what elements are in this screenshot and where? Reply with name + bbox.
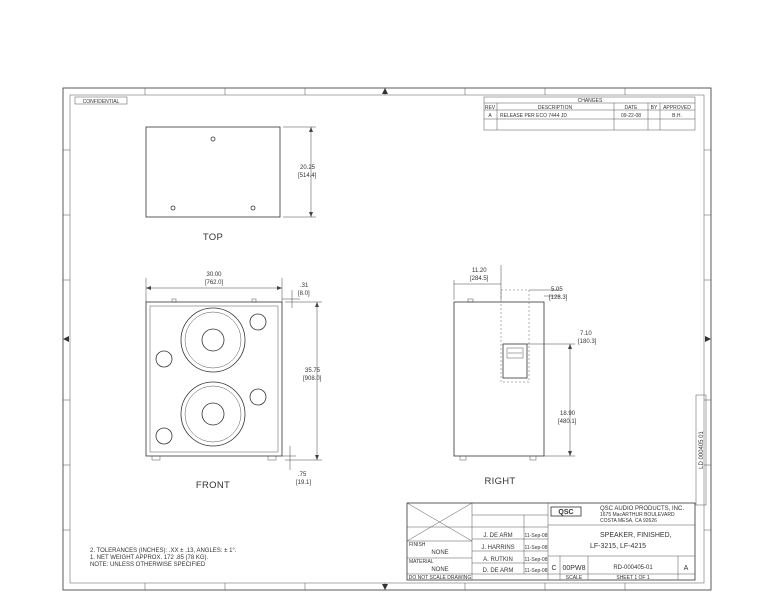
svg-text:J. DE ARM: J. DE ARM (483, 533, 512, 539)
svg-text:APPROVED: APPROVED (663, 105, 691, 111)
revision-block: CHANGES REV DESCRIPTION DATE BY APPROVED… (483, 96, 696, 131)
top-view-label: TOP (203, 232, 223, 243)
svg-text:[908.0]: [908.0] (303, 376, 322, 382)
svg-text:[762.0]: [762.0] (205, 280, 224, 286)
svg-text:[19.1]: [19.1] (296, 480, 311, 486)
drawing-number: RD-000405-01 (613, 565, 653, 571)
svg-text:CONFIDENTIAL: CONFIDENTIAL (83, 99, 120, 105)
top-view: 20.25 [514.4] TOP (145, 126, 317, 243)
svg-text:D. DE ARM: D. DE ARM (483, 568, 514, 574)
edge-drawing-number: LD 000405 01 (695, 394, 707, 506)
svg-text:[180.3]: [180.3] (578, 339, 597, 345)
svg-text:REV: REV (485, 105, 496, 111)
title-block: QSC QSC AUDIO PRODUCTS, INC. 1675 MacART… (406, 502, 696, 581)
svg-text:COSTA MESA, CA 92626: COSTA MESA, CA 92626 (600, 518, 657, 524)
right-view-label: RIGHT (484, 476, 515, 487)
revision-row-approved: B.H. (672, 113, 682, 119)
svg-text:11-Sep-08: 11-Sep-08 (525, 557, 548, 563)
general-notes: 2. TOLERANCES (INCHES): .XX ± .13, ANGLE… (90, 548, 237, 568)
svg-text:2. TOLERANCES (INCHES): .XX ±: 2. TOLERANCES (INCHES): .XX ± .13, ANGLE… (90, 548, 237, 554)
svg-text:[480.1]: [480.1] (558, 419, 577, 425)
svg-text:[128.3]: [128.3] (549, 295, 568, 301)
drawing-frame (62, 87, 712, 591)
svg-text:11-Sep-08: 11-Sep-08 (525, 568, 548, 574)
svg-text:C: C (551, 565, 556, 572)
svg-text:11-Sep-08: 11-Sep-08 (525, 545, 548, 551)
svg-text:NOTE: UNLESS OTHERWISE SPECIFI: NOTE: UNLESS OTHERWISE SPECIFIED (90, 562, 206, 568)
svg-text:5.05: 5.05 (551, 287, 563, 293)
svg-text:[8.0]: [8.0] (298, 291, 310, 297)
revision-row-description: RELEASE PER ECO 7444 JD (500, 113, 567, 119)
right-view: 11.20 [284.5] 5.05 [128.3] 7.10 [180.3] … (453, 265, 597, 487)
cage-code: 00PW8 (563, 565, 586, 572)
svg-text:.31: .31 (300, 283, 309, 289)
company-logo: QSC (558, 509, 573, 516)
svg-text:30.00: 30.00 (206, 272, 222, 278)
front-view: 30.00 [762.0] .31 [8.0] 35.75 (145, 272, 322, 491)
svg-text:[284.5]: [284.5] (470, 276, 489, 282)
svg-text:1. NET WEIGHT APPROX. 172 .85: 1. NET WEIGHT APPROX. 172 .85 (78 KG). (90, 555, 208, 561)
svg-text:SHEET 1 OF 1: SHEET 1 OF 1 (616, 575, 649, 581)
revision-row-date: 09-22-08 (621, 113, 641, 119)
svg-text:DATE: DATE (625, 105, 639, 111)
svg-text:18.90: 18.90 (560, 411, 576, 417)
front-view-label: FRONT (196, 480, 230, 491)
revision-row-rev: A (488, 113, 492, 119)
svg-text:DESCRIPTION: DESCRIPTION (538, 105, 573, 111)
svg-text:1675 MacARTHUR BOULEVARD: 1675 MacARTHUR BOULEVARD (600, 512, 675, 518)
drawing-rev: A (684, 565, 689, 572)
svg-text:J. HARRINS: J. HARRINS (481, 545, 514, 551)
svg-text:A. RUTKIN: A. RUTKIN (483, 557, 513, 563)
company-name: QSC AUDIO PRODUCTS, INC. (600, 506, 684, 512)
drawing-title-line1: SPEAKER, FINISHED, (600, 532, 672, 539)
svg-text:NONE: NONE (431, 567, 448, 573)
svg-text:LD 000405 01: LD 000405 01 (699, 430, 705, 468)
svg-text:7.10: 7.10 (580, 331, 592, 337)
drawing-title-line2: LF-3215, LF-4215 (590, 543, 646, 550)
svg-text:SCALE: SCALE (566, 575, 583, 581)
svg-text:FINISH: FINISH (409, 542, 426, 548)
svg-text:NONE: NONE (431, 550, 448, 556)
svg-text:DO NOT SCALE DRAWING: DO NOT SCALE DRAWING (409, 575, 472, 581)
svg-text:11-Sep-08: 11-Sep-08 (525, 533, 548, 539)
svg-text:35.75: 35.75 (305, 368, 321, 374)
svg-text:11.20: 11.20 (472, 268, 487, 274)
svg-text:MATERIAL: MATERIAL (409, 559, 434, 565)
svg-text:[514.4]: [514.4] (298, 173, 317, 179)
svg-text:20.25: 20.25 (300, 165, 316, 171)
confidential-stamp: CONFIDENTIAL (74, 96, 128, 105)
svg-text:BY: BY (651, 105, 658, 111)
svg-text:.75: .75 (298, 472, 307, 478)
revision-title: CHANGES (578, 98, 603, 104)
